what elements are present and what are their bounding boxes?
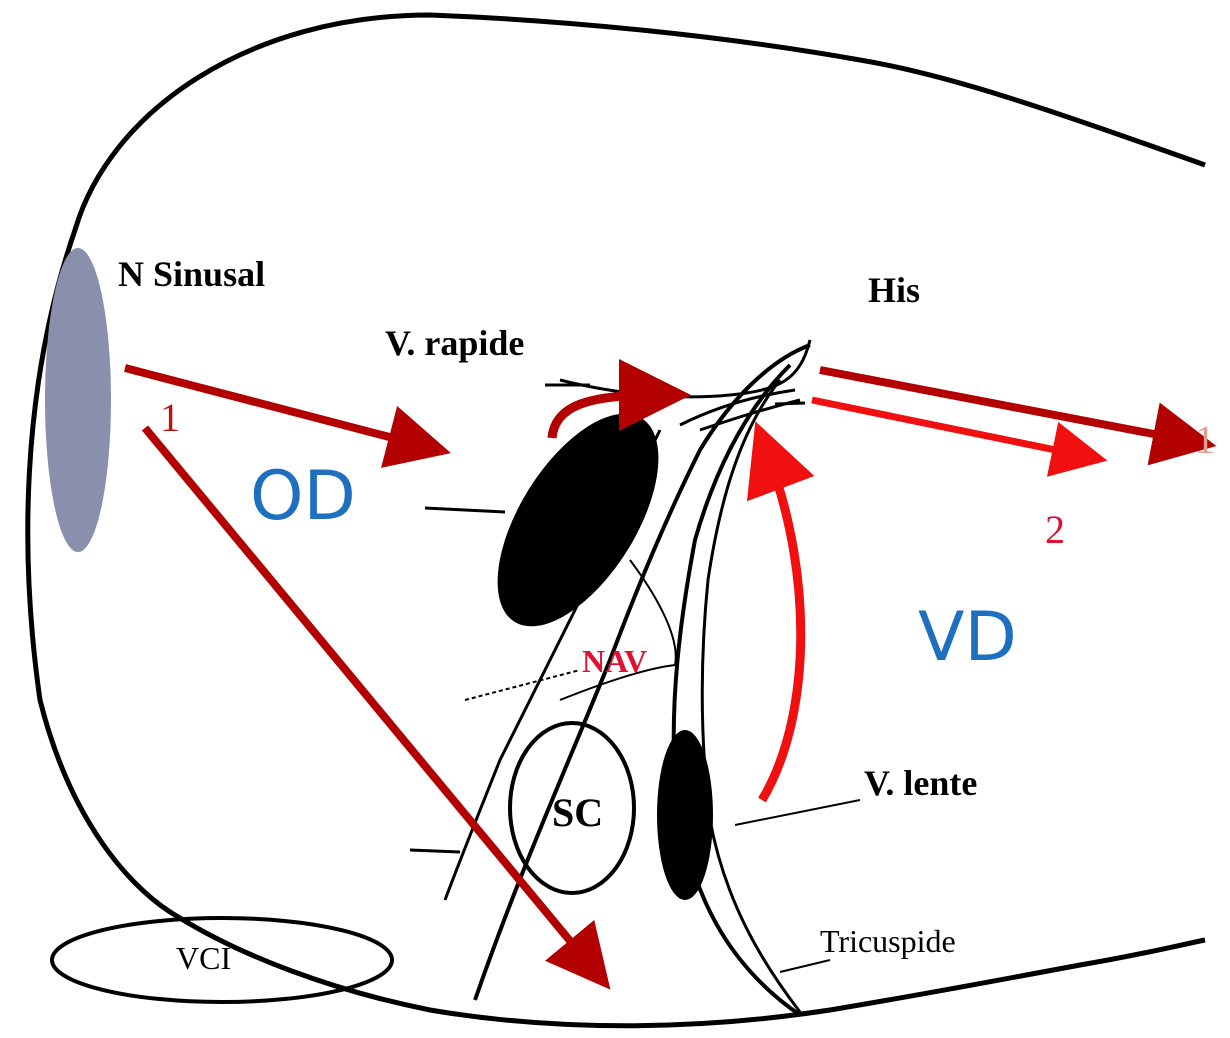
label-right-atrium: OD <box>250 463 356 531</box>
label-sinus-node: N Sinusal <box>118 256 265 292</box>
label-his: His <box>868 272 920 308</box>
label-arrow-2: 2 <box>1045 510 1065 550</box>
leader-od <box>425 508 505 512</box>
leader-slow-pathway <box>735 800 860 825</box>
label-av-node: NAV <box>582 645 647 677</box>
leader-tricuspide <box>780 960 830 972</box>
slow-pathway-blob <box>657 730 713 900</box>
sinus-node-shape <box>45 248 111 552</box>
label-ivc: VCI <box>176 942 231 974</box>
label-fast-pathway: V. rapide <box>385 325 524 361</box>
label-tricuspid: Tricuspide <box>820 925 956 957</box>
arrow-his-1 <box>820 370 1185 440</box>
label-coronary-sinus: SC <box>552 793 603 833</box>
label-right-ventricle: VD <box>918 604 1017 672</box>
dotted-line <box>465 670 580 700</box>
leader-his <box>775 403 805 404</box>
label-arrow-1-left: 1 <box>160 398 180 438</box>
label-slow-pathway: V. lente <box>864 765 977 801</box>
leader-sc <box>410 850 460 852</box>
arrow-slow-pathway-curve <box>762 455 801 800</box>
label-arrow-1-right: 1 <box>1195 420 1215 460</box>
fast-pathway-blob <box>465 387 691 652</box>
